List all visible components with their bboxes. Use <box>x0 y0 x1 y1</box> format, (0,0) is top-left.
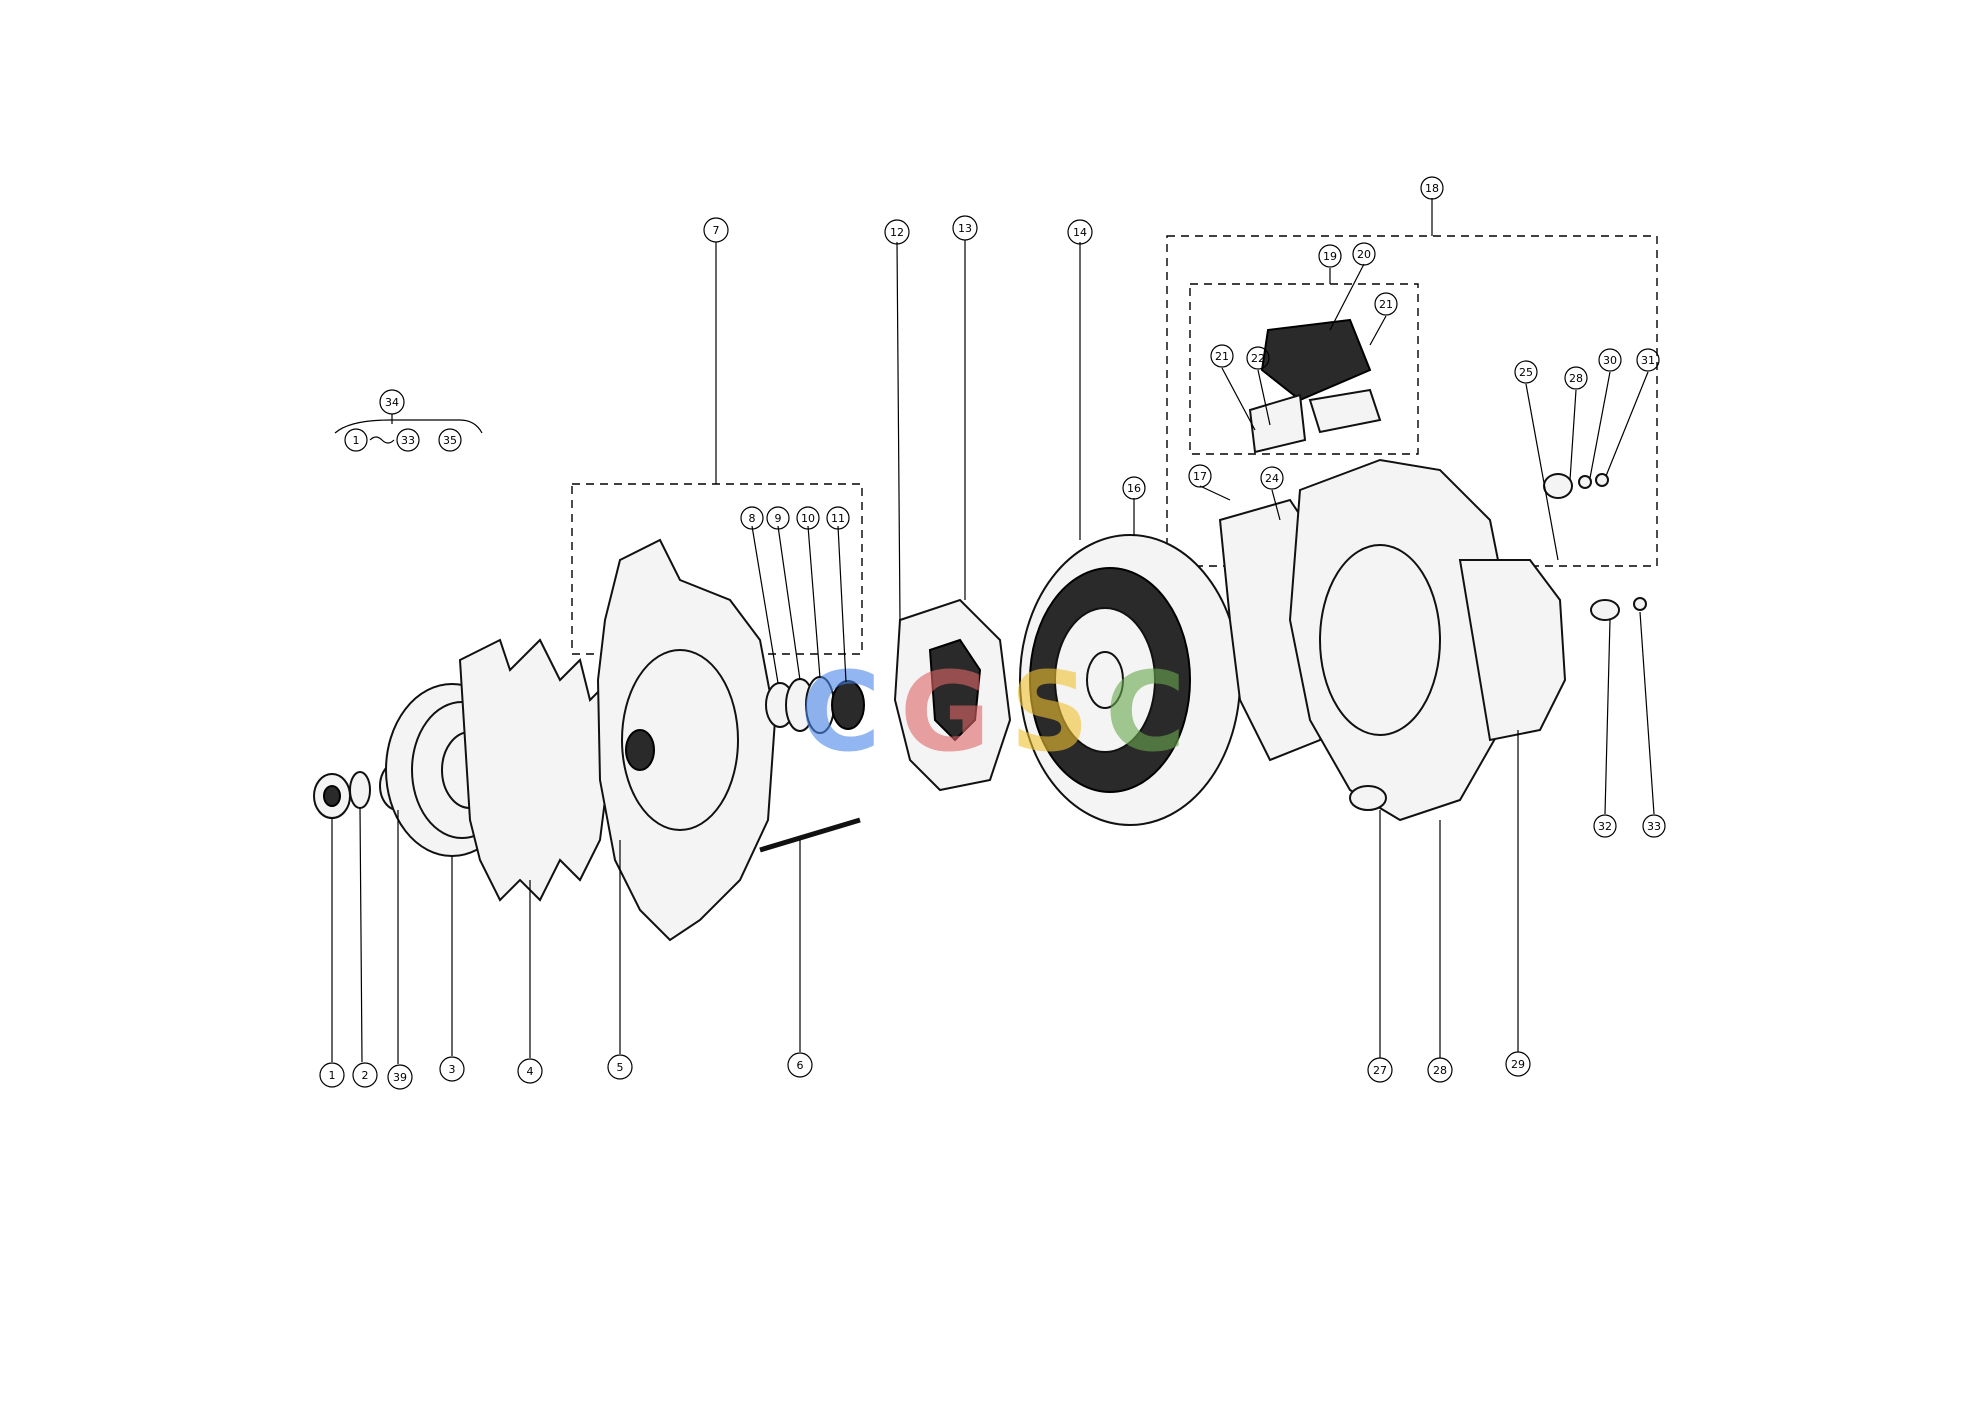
callout-label: 29 <box>1511 1058 1525 1071</box>
callout-label: 12 <box>890 226 904 239</box>
kit-callout-33: 33 <box>396 428 420 452</box>
callout-19: 19 <box>1318 244 1342 268</box>
callout-label: 30 <box>1603 354 1617 367</box>
callout-18: 18 <box>1420 176 1444 200</box>
callout-label: 21 <box>1379 298 1393 311</box>
callout-label: 7 <box>713 224 720 237</box>
callout-label: 33 <box>1647 820 1661 833</box>
callout-9: 9 <box>766 506 790 530</box>
callout-label: 18 <box>1425 182 1439 195</box>
callout-25: 25 <box>1514 360 1538 384</box>
callout-22: 22 <box>1246 346 1270 370</box>
callout-label: 21 <box>1215 350 1229 363</box>
rear-end-frame <box>1288 458 1512 822</box>
watermark-letter-g: G <box>900 648 990 776</box>
bearing-assembly <box>765 676 865 734</box>
callout-label: 24 <box>1265 472 1279 485</box>
kit-callout-35: 35 <box>438 428 462 452</box>
callout-31: 31 <box>1636 348 1660 372</box>
callout-label: 39 <box>393 1071 407 1084</box>
callout-label: 4 <box>527 1065 534 1078</box>
callout-label: 1 <box>353 434 360 447</box>
callouts: 1 2 39 3 4 5 6 7 8 9 10 11 12 13 14 16 1… <box>319 176 1666 1090</box>
callout-label: 28 <box>1433 1064 1447 1077</box>
callout-label: 6 <box>797 1059 804 1072</box>
callout-label: 27 <box>1373 1064 1387 1077</box>
through-bolt <box>759 817 861 853</box>
callout-label: 9 <box>775 512 782 525</box>
callout-label: 17 <box>1193 470 1207 483</box>
callout-label: 2 <box>362 1069 369 1082</box>
callout-12: 12 <box>884 219 910 245</box>
mounting-bushing <box>1349 785 1387 811</box>
callout-label: 14 <box>1073 226 1087 239</box>
callout-3: 3 <box>439 1056 465 1082</box>
callout-13: 13 <box>952 215 978 241</box>
callout-10: 10 <box>796 506 820 530</box>
callout-label: 33 <box>401 434 415 447</box>
callout-33: 33 <box>1642 814 1666 838</box>
pulley-nut <box>313 773 351 819</box>
callout-28-lower: 28 <box>1427 1057 1453 1083</box>
callout-label: 16 <box>1127 482 1141 495</box>
callout-5: 5 <box>607 1054 633 1080</box>
callout-7: 7 <box>703 217 729 243</box>
callout-label: 8 <box>749 512 756 525</box>
leader-lines <box>331 198 1655 1064</box>
washer <box>349 771 371 809</box>
callout-6: 6 <box>787 1052 813 1078</box>
callout-label: 28 <box>1569 372 1583 385</box>
callout-21-lower: 21 <box>1210 344 1234 368</box>
callout-39: 39 <box>387 1064 413 1090</box>
callout-20: 20 <box>1352 242 1376 266</box>
callout-29: 29 <box>1505 1051 1531 1077</box>
callout-label: 19 <box>1323 250 1337 263</box>
watermark-letter-c1: C <box>800 648 881 776</box>
callout-14: 14 <box>1067 219 1093 245</box>
callout-28-upper: 28 <box>1564 366 1588 390</box>
callout-11: 11 <box>826 506 850 530</box>
callout-label: 11 <box>831 512 845 525</box>
callout-label: 3 <box>449 1063 456 1076</box>
callout-label: 22 <box>1251 352 1265 365</box>
callout-27: 27 <box>1367 1057 1393 1083</box>
callout-label: 10 <box>801 512 815 525</box>
kit-notation <box>334 414 483 444</box>
callout-label: 35 <box>443 434 457 447</box>
callout-32: 32 <box>1593 814 1617 838</box>
rear-cover <box>1458 559 1567 742</box>
drive-end-frame <box>596 538 777 942</box>
callout-label: 20 <box>1357 248 1371 261</box>
watermark-letter-c2: C <box>1105 648 1186 776</box>
kit-callout-1: 1 <box>344 428 368 452</box>
callout-label: 1 <box>329 1069 336 1082</box>
callout-label: 5 <box>617 1061 624 1074</box>
callout-label: 31 <box>1641 354 1655 367</box>
terminal-hardware <box>1543 473 1647 621</box>
fan <box>458 638 612 902</box>
callout-2: 2 <box>352 1062 378 1088</box>
watermark-letter-s: S <box>1010 648 1089 776</box>
callout-24: 24 <box>1260 466 1284 490</box>
callout-label: 25 <box>1519 366 1533 379</box>
callout-label: 34 <box>385 396 399 409</box>
callout-17: 17 <box>1188 464 1212 488</box>
callout-16: 16 <box>1122 476 1146 500</box>
callout-30: 30 <box>1598 348 1622 372</box>
callout-label: 32 <box>1598 820 1612 833</box>
callout-8: 8 <box>740 506 764 530</box>
callout-label: 13 <box>958 222 972 235</box>
watermark: C G S C <box>800 648 1186 776</box>
callout-1: 1 <box>319 1062 345 1088</box>
callout-21-upper: 21 <box>1374 292 1398 316</box>
brush-holder <box>1248 318 1382 454</box>
group-box-19 <box>1189 283 1419 455</box>
callout-34: 34 <box>379 389 405 415</box>
stator <box>1019 534 1241 826</box>
rotor <box>893 598 1012 792</box>
callout-4: 4 <box>517 1058 543 1084</box>
